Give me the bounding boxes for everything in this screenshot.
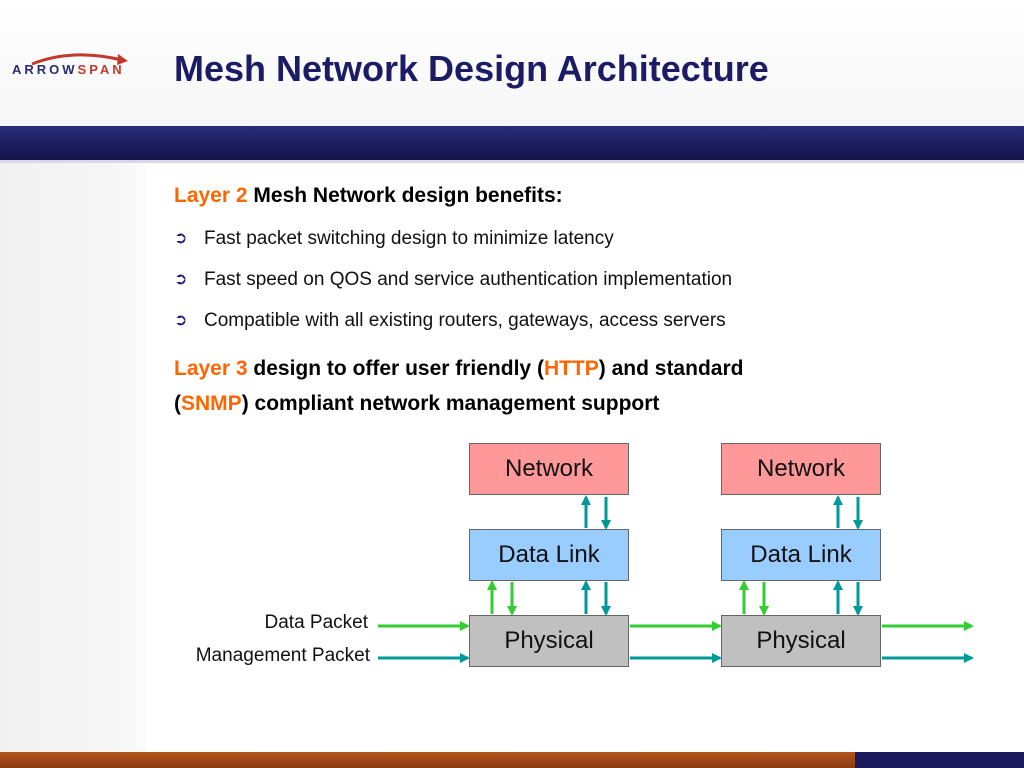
list-item: ➲ Fast speed on QOS and service authentic… bbox=[174, 259, 994, 300]
arrow-bullet-icon: ➲ bbox=[174, 230, 188, 247]
data-packet-label: Data Packet bbox=[264, 612, 369, 633]
header bbox=[0, 0, 1024, 126]
header-bar-line bbox=[0, 160, 1024, 163]
layer3-heading: Layer 3 design to offer user friendly (H… bbox=[174, 351, 994, 421]
datalink-layer-box: Data Link bbox=[469, 529, 629, 581]
bullet-text: Compatible with all existing routers, ga… bbox=[204, 310, 726, 331]
bullet-text: Fast speed on QOS and service authentica… bbox=[204, 269, 733, 290]
layer3-text: design to offer user friendly ( bbox=[247, 357, 544, 380]
snmp-label: SNMP bbox=[181, 392, 242, 415]
header-bar bbox=[0, 126, 1024, 160]
layer2-heading-text: Mesh Network design benefits: bbox=[247, 184, 563, 207]
layer3-text: ( bbox=[174, 392, 181, 415]
layer2-heading: Layer 2 Mesh Network design benefits: bbox=[174, 180, 994, 212]
benefit-list: ➲ Fast packet switching design to minimiz… bbox=[174, 218, 994, 341]
logo-text-span: SPAN bbox=[77, 62, 125, 77]
layer3-prefix: Layer 3 bbox=[174, 357, 248, 380]
arrow-bullet-icon: ➲ bbox=[174, 312, 188, 329]
physical-layer-box: Physical bbox=[721, 615, 881, 667]
network-layer-box: Network bbox=[469, 443, 629, 495]
management-packet-label: Management Packet bbox=[195, 645, 370, 666]
arrow-bullet-icon: ➲ bbox=[174, 271, 188, 288]
arrowspan-logo: ARROWSPAN bbox=[12, 48, 142, 88]
logo-text-arrow: ARROW bbox=[12, 62, 78, 77]
footer-bar-navy bbox=[855, 752, 1024, 768]
list-item: ➲ Compatible with all existing routers, g… bbox=[174, 300, 994, 341]
layer3-text: ) compliant network management support bbox=[241, 392, 660, 415]
list-item: ➲ Fast packet switching design to minimiz… bbox=[174, 218, 994, 259]
http-label: HTTP bbox=[543, 357, 599, 380]
logo-swoosh-icon bbox=[31, 53, 128, 66]
footer-bar-brown bbox=[0, 752, 855, 768]
slide-title: Mesh Network Design Architecture bbox=[174, 48, 769, 89]
layer3-text: ) and standard bbox=[598, 357, 744, 380]
logo-text: ARROWSPAN bbox=[12, 62, 125, 77]
datalink-layer-box: Data Link bbox=[721, 529, 881, 581]
content: Layer 2 Mesh Network design benefits: ➲ F… bbox=[174, 180, 994, 421]
layer2-prefix: Layer 2 bbox=[174, 184, 248, 207]
network-layer-box: Network bbox=[721, 443, 881, 495]
bullet-text: Fast packet switching design to minimize… bbox=[204, 228, 614, 249]
physical-layer-box: Physical bbox=[469, 615, 629, 667]
